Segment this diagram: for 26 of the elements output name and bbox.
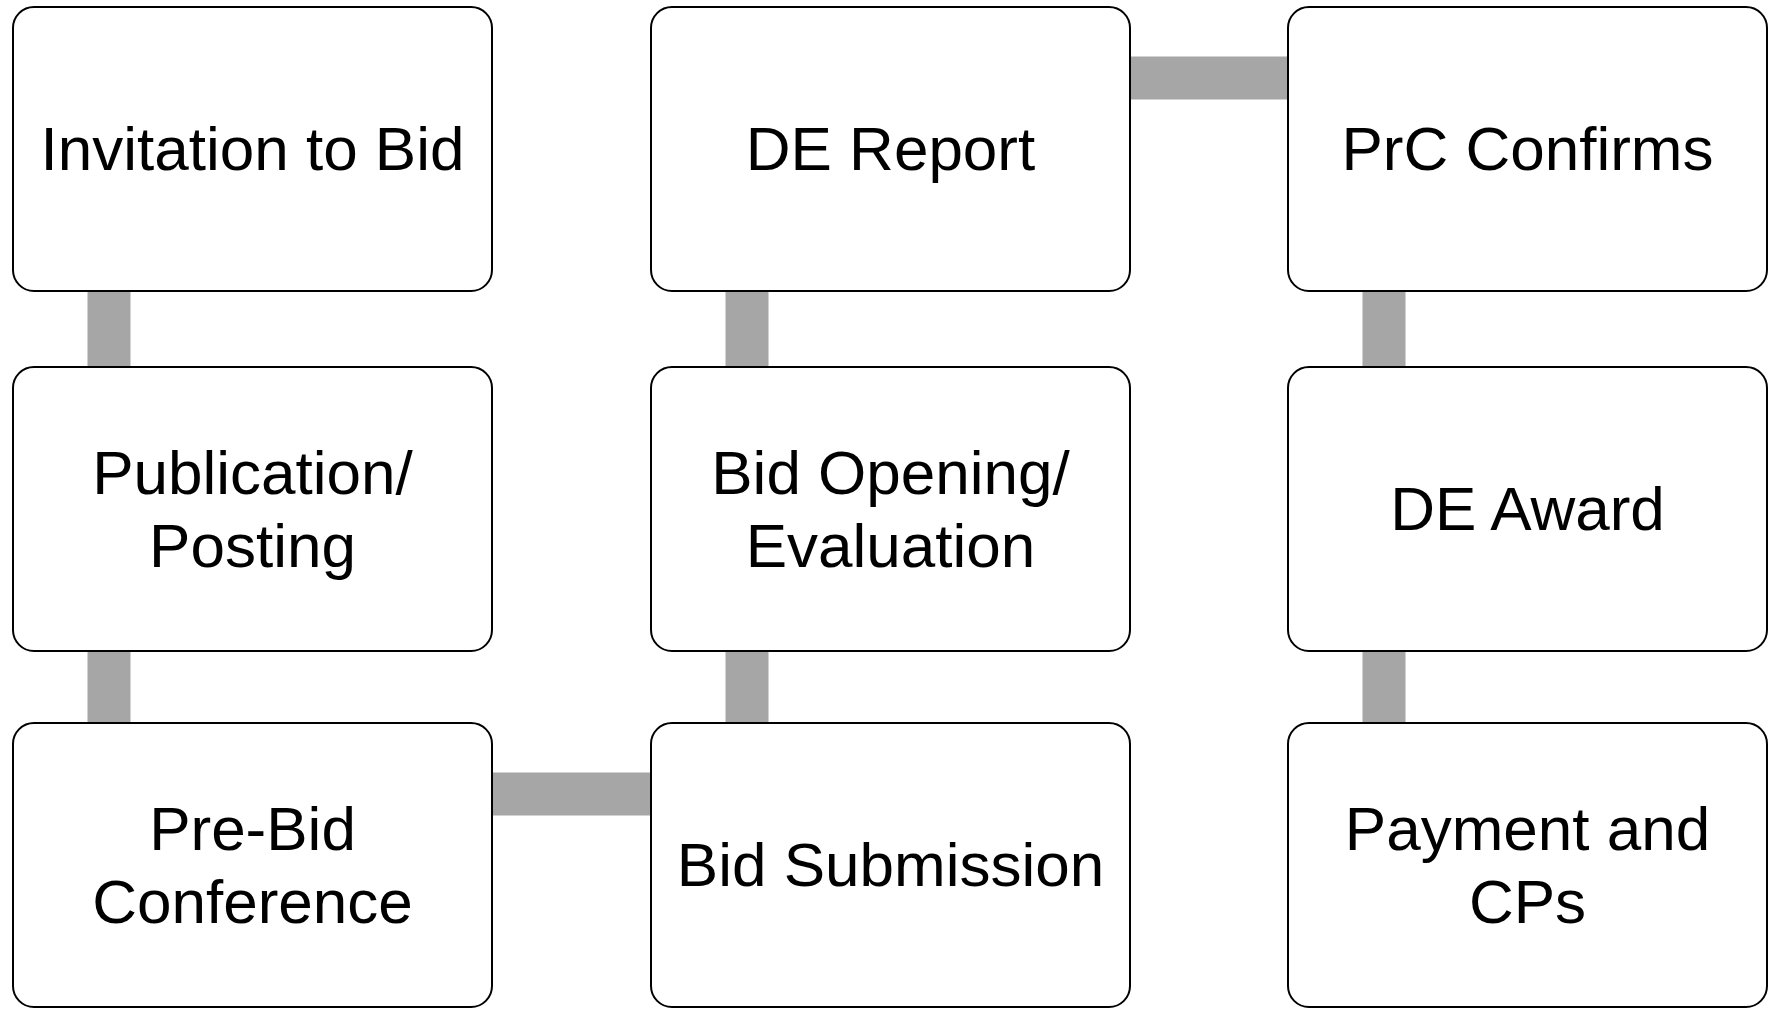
step-label: Pre-Bid Conference <box>91 792 414 938</box>
process-box <box>1287 722 1768 1008</box>
process-box <box>12 366 493 652</box>
step-label: Payment and CPs <box>1343 792 1712 938</box>
step-label: DE Report <box>745 113 1036 186</box>
process-box <box>12 722 493 1008</box>
connector-bar <box>1362 292 1406 366</box>
connector-bar <box>725 292 769 366</box>
connector-bar <box>87 292 131 366</box>
process-box <box>12 6 493 292</box>
connector-bar <box>725 652 769 722</box>
process-box <box>650 366 1131 652</box>
connector-bar <box>87 652 131 722</box>
process-box <box>650 722 1131 1008</box>
step-label: Publication/ Posting <box>91 436 414 582</box>
step-label: Invitation to Bid <box>40 113 465 186</box>
step-label: Bid Opening/ Evaluation <box>710 436 1071 582</box>
process-box <box>1287 6 1768 292</box>
process-box <box>1287 366 1768 652</box>
step-label: Bid Submission <box>676 829 1105 902</box>
step-label: PrC Confirms <box>1341 113 1714 186</box>
connector-bar <box>493 772 650 816</box>
step-label: DE Award <box>1390 473 1665 546</box>
connector-bar <box>1362 652 1406 722</box>
connector-bar <box>1131 56 1287 100</box>
process-box <box>650 6 1131 292</box>
